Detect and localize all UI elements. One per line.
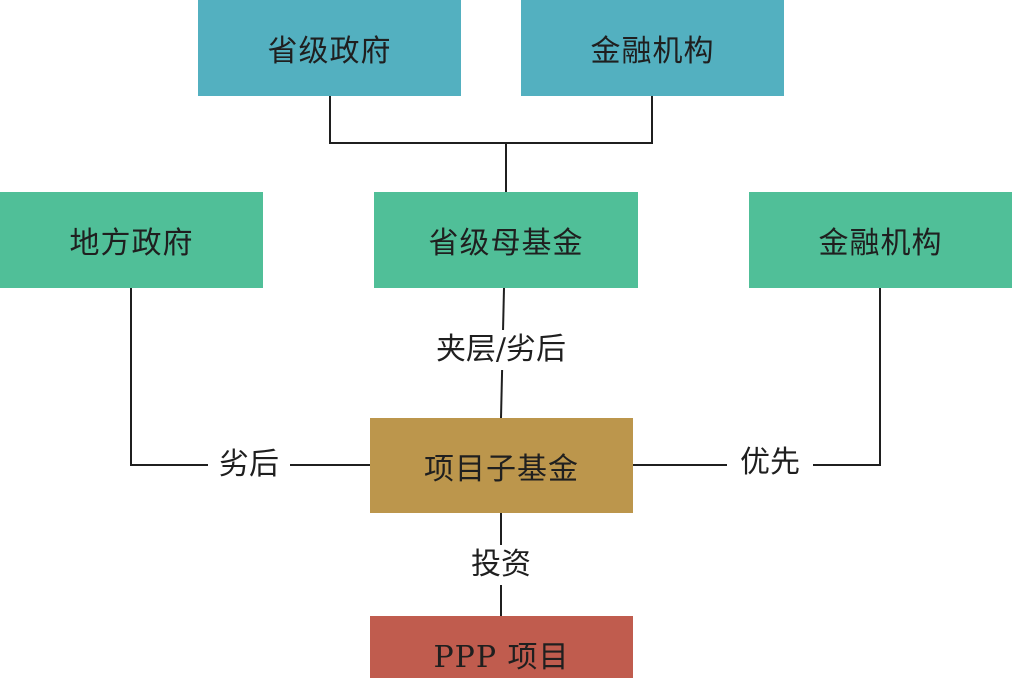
connector-local-gov-to-sub-fund [130,288,370,466]
node-provincial-government: 省级政府 [198,0,461,96]
node-financial-institution-right: 金融机构 [749,192,1012,288]
node-ppp-project: PPP 项目 [370,616,633,678]
node-local-government: 地方政府 [0,192,263,288]
node-financial-institution-top: 金融机构 [521,0,784,96]
edge-label-mezzanine-subordinate: 夹层/劣后 [420,330,582,370]
edge-label-subordinate: 劣后 [208,445,290,485]
edge-label-invest: 投资 [461,545,541,585]
connector-financial-inst-right-to-sub-fund [632,288,881,466]
node-provincial-mother-fund: 省级母基金 [374,192,638,288]
edge-label-priority: 优先 [727,443,813,483]
connector-provincial-gov-to-join [329,96,506,144]
connector-financial-inst-top-to-join [506,96,653,144]
connector-group [130,96,881,616]
node-project-sub-fund: 项目子基金 [370,418,633,513]
